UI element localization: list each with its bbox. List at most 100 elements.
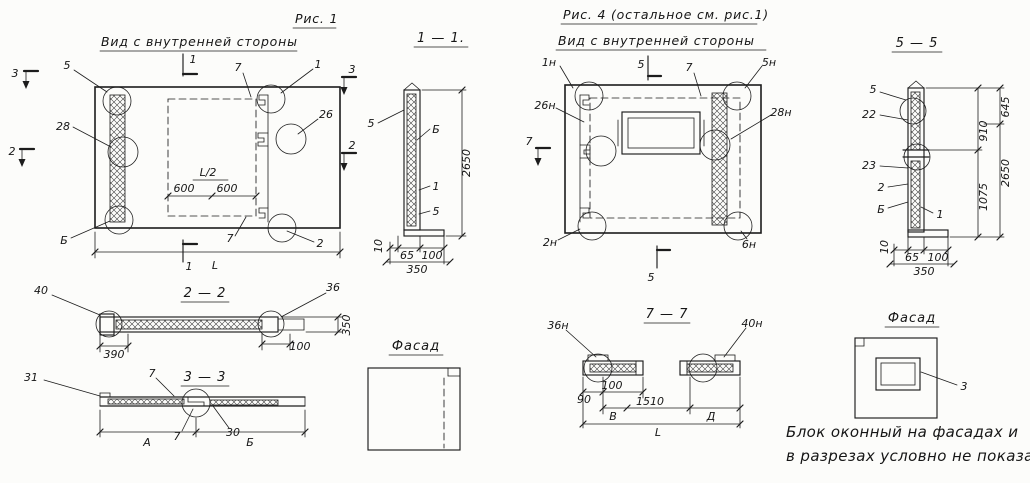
panel-outline	[94, 86, 341, 229]
dimension-label: 10	[372, 239, 385, 253]
section-mark-label: 3	[12, 67, 19, 80]
dimension-label: 1510	[636, 395, 664, 408]
dimension-label: 100	[290, 340, 311, 353]
drawing-note: Блок оконный на фасадах и в разрезах усл…	[786, 423, 1030, 465]
callout-label: 36	[326, 281, 340, 294]
callout-label: Б	[432, 123, 440, 136]
dimension-label: L/2	[200, 166, 217, 179]
section-mark-label: 2	[9, 145, 16, 158]
section-title: 3 — 3	[184, 370, 227, 385]
callout-label: 2	[878, 181, 885, 194]
callout-label: 5	[870, 83, 877, 96]
callout-label: 1	[433, 180, 440, 193]
dimension-label: 100	[928, 251, 949, 264]
dimension-label: А	[142, 436, 151, 449]
insulation-strip	[109, 94, 126, 223]
callout-label: 2	[317, 237, 324, 250]
callout-label: 5н	[762, 56, 776, 69]
callout-label: 36н	[547, 319, 568, 332]
section-mark-label: 2	[349, 139, 356, 152]
callout-label: 1н	[542, 56, 556, 69]
callout-label: Б	[60, 234, 68, 247]
facade-title: Фасад	[392, 339, 440, 354]
note-line-2: в разрезах условно не показан	[786, 447, 1030, 465]
section-title: 5 — 5	[896, 36, 939, 51]
callout-label: 5	[368, 117, 375, 130]
fig4-title: Рис. 4 (остальное см. рис.1)	[563, 7, 769, 22]
callout-label: Б	[877, 203, 885, 216]
callout-label: 5	[64, 59, 71, 72]
dimension-label: 1075	[977, 183, 990, 211]
callout-label: 30	[226, 426, 240, 439]
fig4-view-label: Вид с внутренней стороны	[558, 33, 755, 48]
callout-label: 26н	[534, 99, 555, 112]
callout-label: 31	[24, 371, 38, 384]
fig1-section-2-2: 2 — 2 40 36 390 100	[34, 281, 353, 361]
callout-label: 40	[34, 284, 48, 297]
dimension-label: 600	[174, 182, 195, 195]
section-mark-label: 1	[190, 53, 197, 66]
facade-title: Фасад	[888, 311, 936, 326]
fig1-facade: Фасад	[367, 339, 461, 451]
panel-outline	[564, 84, 762, 234]
fig4-section-7-7: 7 — 7 36н 40н 90 100	[547, 307, 762, 439]
section-mark-label: 7	[526, 135, 533, 148]
callout-label: 23	[862, 159, 876, 172]
detail-circles	[102, 84, 307, 243]
dimension-label: В	[609, 410, 617, 423]
section-title: 2 — 2	[184, 286, 227, 301]
dimension-label: 2650	[460, 149, 473, 177]
dimension-label: 390	[104, 348, 125, 361]
callout-label: 6н	[742, 238, 756, 251]
dimension-label: 65	[400, 249, 414, 262]
callout-label: 22	[862, 108, 876, 121]
dimension-label: 100	[422, 249, 443, 262]
figure-1: Рис. 1 Вид с внутренней стороны 1 1	[9, 11, 474, 451]
dimension-label: 65	[905, 251, 919, 264]
fig1-section-3-3: 3 — 3 31 7 7 30 А Б	[24, 367, 309, 449]
callout-label: 40н	[741, 317, 762, 330]
dimension-label: 10	[878, 240, 891, 254]
callout-label: 1	[937, 208, 944, 221]
dimension-label: 100	[602, 379, 623, 392]
section-mark-label: 5	[638, 58, 645, 71]
dimension-label: L	[655, 426, 661, 439]
note-line-1: Блок оконный на фасадах и	[786, 423, 1018, 441]
dimension-label: 350	[407, 263, 428, 276]
callout-label: 7	[235, 61, 242, 74]
section-title: 7 — 7	[646, 307, 689, 322]
callout-label: 2н	[543, 236, 557, 249]
hidden-window-outline	[167, 98, 257, 217]
callout-label: 7	[149, 367, 156, 380]
callout-label: 3	[961, 380, 968, 393]
fig1-plan: 1 1 3 3 2 2 5 28	[9, 53, 358, 273]
section-mark-label: 1	[186, 260, 193, 273]
callout-label: 7	[174, 430, 181, 443]
callout-label: 7	[227, 232, 234, 245]
dimension-label: 2650	[999, 159, 1012, 187]
facade-window	[875, 357, 921, 391]
callout-label: 5	[433, 205, 440, 218]
callout-label: 7	[686, 61, 693, 74]
fig4-facade: Фасад 3	[854, 311, 968, 419]
callout-label: 28н	[770, 106, 791, 119]
dimension-label: 600	[217, 182, 238, 195]
section-title: 1 — 1.	[417, 31, 465, 46]
callout-label: 26	[319, 108, 333, 121]
window-opening	[621, 111, 701, 155]
callout-label: 1	[315, 58, 322, 71]
dimension-label: Д	[706, 410, 716, 423]
fig1-title: Рис. 1	[295, 11, 338, 26]
dimension-label: 90	[577, 393, 591, 406]
callout-label: 28	[56, 120, 70, 133]
dimension-label: L	[212, 259, 218, 272]
dimension-label: 910	[977, 121, 990, 142]
fig1-section-1-1: 1 — 1. 5 Б 1 5 2650 10 65	[368, 31, 474, 276]
fig1-view-label: Вид с внутренней стороны	[101, 34, 298, 49]
hidden-outline	[589, 97, 741, 219]
dimension-label: 350	[914, 265, 935, 278]
fig4-plan: 5 5 7 1н 5н 26н 28н 7 2н 6н	[526, 55, 792, 284]
detail-circles	[574, 81, 753, 241]
